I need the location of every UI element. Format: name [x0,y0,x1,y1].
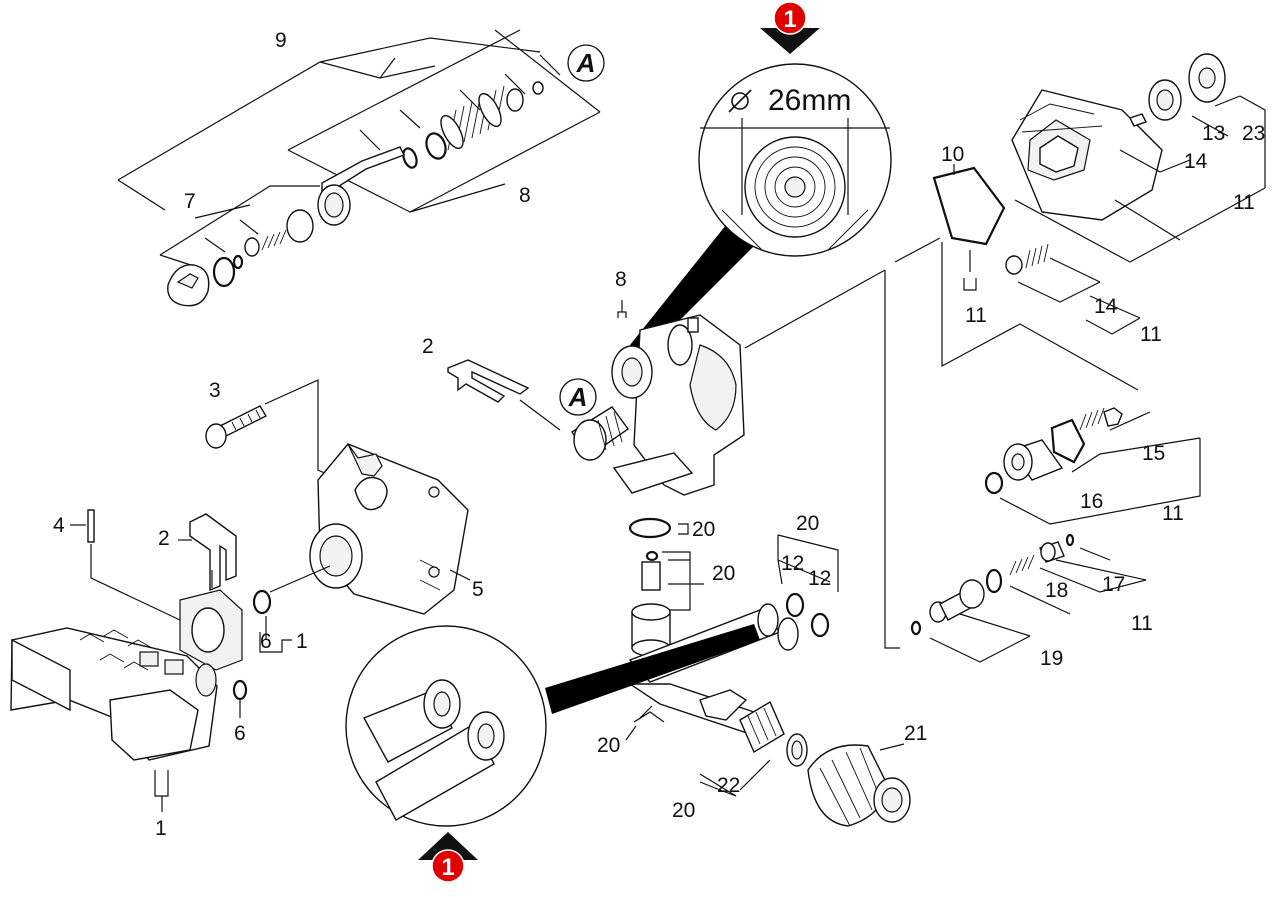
oring-part-6b [232,679,248,701]
spring-part-15 [1079,407,1123,431]
svg-text:A: A [576,48,596,78]
svg-text:A: A [568,382,588,412]
clip-part-2-left [189,513,237,592]
label-part-14: 14 [1094,295,1118,318]
valve-part-17-18 [1009,533,1075,576]
oring-part-20 [628,517,672,539]
oring-part-12b [810,612,830,638]
label-part-11: 11 [1131,612,1153,635]
pin-part-4 [87,509,95,543]
label-part-1: 1 [155,817,167,840]
pump-head-center: A [559,300,745,496]
spring-part-14 [1005,243,1049,275]
clip-part-2-top [447,359,561,431]
label-part-8: 8 [519,184,531,207]
label-part-19: 19 [1040,647,1063,670]
magnifier-detail-bottom [345,624,760,827]
label-part-11: 11 [1140,323,1162,346]
label-part-15: 15 [1142,442,1165,465]
label-part-12: 12 [808,567,831,590]
label-part-3: 3 [209,379,221,402]
oring-part-6a [252,589,272,615]
spring-part-9 [440,85,505,151]
label-part-4: 4 [53,514,65,537]
valve-body-top-right [1011,53,1226,221]
screw-part-3 [205,405,267,449]
label-part-5: 5 [472,578,484,601]
label-part-1: 1 [296,630,308,653]
label-part-20: 20 [796,512,819,535]
magnifier-detail-top: 26mm [630,63,892,360]
housing-part-5 [309,443,469,615]
label-part-23: 23 [1242,122,1265,145]
valve-part-19 [910,568,1003,636]
label-part-20: 20 [692,518,715,541]
reference-A-marker-top: A [567,44,605,82]
label-part-22: 22 [717,774,740,797]
label-part-18: 18 [1045,579,1068,602]
label-part-10: 10 [941,143,964,166]
label-part-20: 20 [672,799,695,822]
label-part-13: 13 [1202,122,1225,145]
label-part-14: 14 [1184,150,1208,173]
valve-assembly-top-left: A [117,29,605,307]
filter-part-22 [739,700,808,767]
label-part-12: 12 [781,552,804,575]
label-part-20: 20 [712,562,735,585]
label-part-16: 16 [1080,490,1103,513]
label-part-8: 8 [615,268,627,291]
marker-1-bottom: 1 [418,832,478,883]
label-part-17: 17 [1102,573,1125,596]
label-part-11: 11 [1162,502,1184,525]
dimension-label: 26mm [768,84,851,117]
label-part-9: 9 [275,29,287,52]
label-part-7: 7 [184,190,196,213]
label-part-11: 11 [965,304,987,327]
base-part-1 [10,589,243,761]
coupling-part-21 [807,744,911,827]
valve-insert-part-16 [984,418,1086,495]
svg-text:1: 1 [441,854,454,881]
svg-text:1: 1 [783,6,796,33]
label-part-2: 2 [422,335,434,358]
label-part-6: 6 [260,630,272,653]
valve-gasket-part-10 [932,166,1006,291]
label-part-20: 20 [597,734,620,757]
label-part-21: 21 [904,722,927,745]
oring-part-12a [785,592,805,618]
label-part-2: 2 [158,527,170,550]
label-part-6: 6 [234,722,246,745]
diameter-icon [728,89,752,113]
marker-1-top: 1 [760,1,820,54]
label-part-11: 11 [1233,191,1255,214]
part-number-labels: 9 8 7 8 2 3 4 2 5 6 1 6 1 10 11 13 23 14… [53,29,1265,840]
